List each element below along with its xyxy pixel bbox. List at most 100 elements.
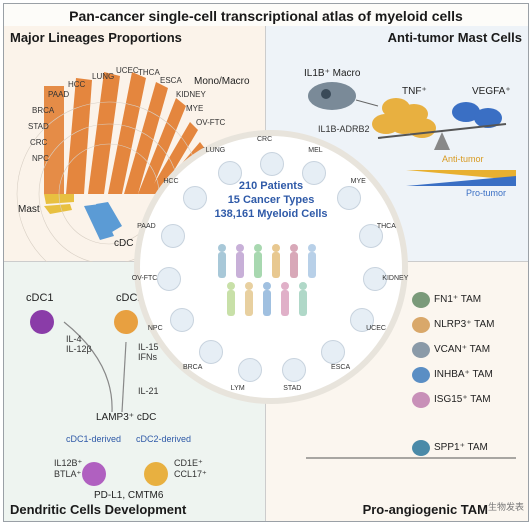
- organ-label-lym: LYM: [230, 385, 245, 393]
- pro-tumor-gradient: [406, 176, 516, 186]
- cdc2-derived-cell-icon: [144, 462, 168, 486]
- tam-cell-icon: [412, 342, 430, 358]
- mast-illustration: [308, 82, 516, 186]
- mast-cells-title: Anti-tumor Mast Cells: [387, 30, 522, 45]
- cdc2-cell-icon: [114, 310, 138, 334]
- tam-title: Pro-angiogenic TAM: [362, 502, 488, 517]
- organ-icon-mel: [302, 160, 327, 185]
- tam-row-label: SPP1⁺ TAM: [434, 442, 488, 453]
- cancer-label-ucec: UCEC: [116, 66, 139, 75]
- organ-label-crc: CRC: [257, 136, 273, 143]
- organ-label-esca: ESCA: [331, 363, 351, 371]
- cancer-label-npc: NPC: [32, 154, 49, 163]
- figure-frame: Pan-cancer single-cell transcriptional a…: [3, 3, 529, 522]
- cancer-label-hcc: HCC: [68, 80, 86, 89]
- cancer-label-thca: THCA: [138, 68, 160, 77]
- il21-label: IL-21: [138, 386, 159, 396]
- organ-label-mye: MYE: [350, 177, 366, 185]
- organ-icon-crc: [260, 152, 284, 176]
- vegfa-label: VEGFA⁺: [472, 86, 511, 97]
- organ-label-hcc: HCC: [163, 177, 179, 185]
- cdc2-factors: IL-15 IFNs: [138, 342, 159, 362]
- cancer-label-crc: CRC: [30, 138, 48, 147]
- organ-icon-brca: [198, 340, 223, 365]
- organ-label-lung: LUNG: [205, 146, 226, 154]
- organ-icon-paad: [161, 223, 186, 248]
- tam-cell-icon: [412, 440, 430, 456]
- organ-icon-thca: [358, 223, 383, 248]
- organ-label-thca: THCA: [376, 223, 396, 231]
- organ-label-ov-ftc: OV-FTC: [131, 275, 158, 283]
- cancer-label-stad: STAD: [28, 122, 49, 131]
- organ-icon-lym: [238, 357, 263, 382]
- tam-row-label: FN1⁺ TAM: [434, 294, 482, 305]
- il1b-macro-label: IL1B⁺ Macro: [304, 68, 361, 79]
- cancer-label-lung: LUNG: [92, 72, 115, 81]
- cancer-label-paad: PAAD: [48, 90, 70, 99]
- radial-bar-chart: [16, 72, 206, 262]
- lamp3-label: LAMP3⁺ cDC: [96, 412, 157, 423]
- cancer-label-esca: ESCA: [160, 76, 182, 85]
- figure-title: Pan-cancer single-cell transcriptional a…: [69, 8, 463, 24]
- organ-icon-lung: [217, 160, 242, 185]
- organ-icon-mye: [337, 186, 362, 211]
- cdc1-derived-label: cDC1-derived: [66, 434, 122, 444]
- cdc-bars: [84, 202, 122, 240]
- organ-icon-ucec: [350, 308, 375, 332]
- cdc2-derived-label: cDC2-derived: [136, 434, 192, 444]
- cancer-label-kidney: KIDNEY: [176, 90, 206, 99]
- receptor-label: IL1B-ADRB2: [318, 124, 370, 134]
- organ-icon-npc: [169, 308, 194, 332]
- organ-label-paad: PAAD: [137, 223, 156, 231]
- organ-icon-ov-ftc: [156, 266, 181, 291]
- organ-label-stad: STAD: [283, 385, 302, 393]
- anti-tumor-label: Anti-tumor: [442, 154, 484, 164]
- right-markers: CD1E⁺ CCL17⁺: [174, 458, 207, 479]
- tam-illustration: [306, 457, 516, 459]
- organ-icon-kidney: [363, 266, 388, 291]
- organ-label-mel: MEL: [308, 146, 323, 154]
- balance-beam: [377, 123, 507, 139]
- myeloid-cells-count: 138,161 Myeloid Cells: [214, 208, 328, 220]
- cancer-label-mye: MYE: [186, 104, 204, 113]
- pd-label: PD-L1, CMTM6: [94, 490, 164, 501]
- tnf-label: TNF⁺: [402, 86, 427, 97]
- anti-tumor-gradient: [406, 170, 516, 180]
- tam-cell-icon: [412, 292, 430, 308]
- organ-label-brca: BRCA: [182, 363, 203, 371]
- cdc1-cell-icon: [30, 310, 54, 334]
- dc-illustration: [30, 310, 168, 486]
- cancer-types-count: 15 Cancer Types: [227, 194, 315, 206]
- dc-development-title: Dendritic Cells Development: [10, 502, 187, 517]
- lineage-label-cdc: cDC: [114, 238, 134, 249]
- tam-cell-icon: [412, 392, 430, 408]
- patients-count: 210 Patients: [238, 180, 304, 192]
- mono-macro-bars: [44, 72, 206, 194]
- organ-label-kidney: KIDNEY: [382, 275, 409, 283]
- lineage-label-mast: Mast: [18, 204, 40, 215]
- pro-tumor-label: Pro-tumor: [466, 188, 507, 198]
- tam-row-label: INHBA⁺ TAM: [434, 369, 493, 380]
- vegfa-cluster-icon: [452, 102, 502, 128]
- cdc1-derived-cell-icon: [82, 462, 106, 486]
- organ-icon-esca: [321, 340, 346, 365]
- cdc1-factors: IL-4 IL-12β: [66, 334, 92, 354]
- watermark: 生物发表: [487, 502, 524, 512]
- tam-row-label: NLRP3⁺ TAM: [434, 319, 495, 330]
- cdc1-label: cDC1: [26, 292, 54, 304]
- human-figures: [218, 244, 316, 316]
- major-lineages-title: Major Lineages Proportions: [10, 30, 182, 45]
- organ-icon-hcc: [182, 186, 207, 211]
- tam-row-label: ISG15⁺ TAM: [434, 394, 491, 405]
- tam-cell-icon: [412, 317, 430, 333]
- lineage-label-mono-macro: Mono/Macro: [194, 76, 250, 87]
- macro-cell-icon: [308, 82, 356, 110]
- organ-icon-stad: [281, 357, 306, 382]
- major-lineages-panel: Major Lineages Proportions: [4, 26, 266, 262]
- balance-fulcrum: [434, 132, 450, 150]
- organ-label-npc: NPC: [147, 325, 163, 332]
- cancer-label-brca: BRCA: [32, 106, 55, 115]
- center-atlas-circle: 210 Patients 15 Cancer Types 138,161 Mye…: [140, 136, 402, 398]
- left-markers: IL12B⁺ BTLA⁺: [54, 458, 83, 479]
- tam-cell-icon: [412, 367, 430, 383]
